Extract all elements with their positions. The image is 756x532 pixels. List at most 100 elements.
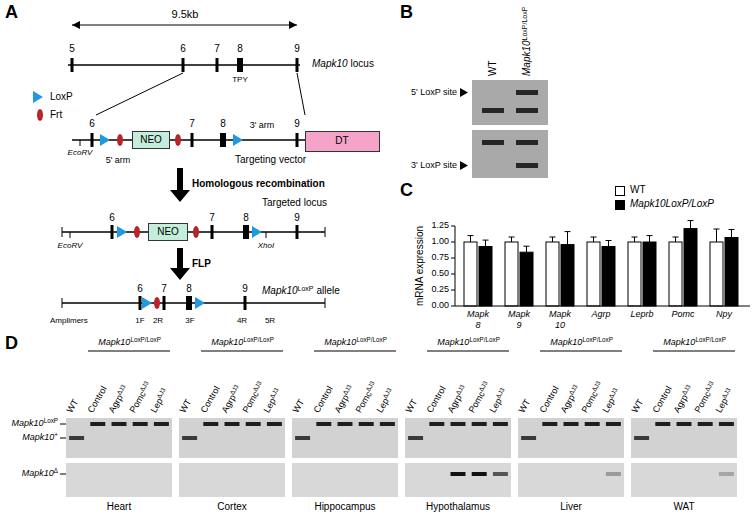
arm-label: 5' arm — [106, 155, 131, 166]
lane-label: WT — [516, 397, 532, 414]
tissue-gels — [631, 351, 737, 497]
figure-art — [233, 134, 243, 146]
exon-number: 9 — [294, 118, 300, 129]
exon — [111, 225, 114, 239]
gene-map — [62, 25, 325, 308]
category-label: Mapk 9 — [505, 309, 533, 331]
lane-label: Lep — [262, 396, 278, 414]
tissue-gels — [60, 424, 66, 474]
tick-label: 1.25 — [431, 220, 449, 230]
tissue-label: Hypothalamus — [426, 501, 490, 512]
genotyping-gel — [460, 80, 548, 178]
lane-label: WT — [516, 397, 533, 415]
legend-text: LoxP — [50, 91, 73, 103]
row-label: Targeting vector — [235, 154, 306, 165]
bar — [669, 242, 682, 306]
step-label: Homologous recombination — [192, 178, 325, 189]
arm-label: 5' arm — [106, 155, 131, 165]
exon-number: 8 — [186, 283, 192, 294]
lane-label: WT — [403, 397, 420, 415]
site-label: EcoRV — [68, 148, 93, 157]
exon — [186, 296, 192, 310]
lane-label: Control — [424, 384, 447, 414]
exon-number: 9 — [242, 283, 248, 295]
genotype-header: Mapk10LoxP/LoxP — [98, 337, 161, 348]
lane-label: Agrp — [332, 393, 350, 414]
lane-label: Agrp — [219, 393, 237, 414]
category-label: Mapk 10 — [549, 309, 571, 330]
lane-label: WT — [177, 397, 194, 415]
gene-map — [62, 227, 63, 237]
row-label: Targeted locus — [262, 197, 327, 209]
gene-map — [325, 298, 326, 308]
panel-letter: C — [400, 180, 413, 200]
lane-label: ΔJ3 — [156, 387, 167, 400]
figure-art — [175, 134, 181, 146]
lane-label: Pomc — [241, 390, 261, 415]
bar — [710, 242, 723, 306]
site-label: EcoRV — [58, 241, 83, 250]
lane-label: ΔJ3 — [228, 383, 239, 396]
exon-number: 9 — [294, 118, 300, 130]
bar — [479, 247, 492, 307]
cassette-box: NEO — [148, 223, 188, 241]
tissue-gels — [60, 351, 737, 497]
gene-map — [266, 232, 267, 238]
band-label: Δ — [54, 467, 58, 474]
category-label: Mapk 9 — [508, 309, 530, 330]
genotyping-gel — [516, 90, 538, 95]
lane-label: AgrpΔJ3 — [219, 384, 243, 415]
lane-label: Lep — [149, 396, 165, 414]
tissue-gels — [66, 351, 172, 497]
primer-label: Amplimers — [50, 316, 88, 326]
lane-label: Lep — [488, 396, 504, 414]
panel-letter: D — [5, 333, 18, 353]
cassette-box: NEO — [132, 131, 170, 149]
bar — [725, 238, 738, 307]
lane-label: WT — [629, 397, 646, 415]
lane-label: ΔJ3 — [495, 387, 506, 400]
exon — [191, 133, 194, 147]
exon-number: 9 — [242, 283, 248, 294]
category-label: Agrp — [581, 309, 621, 320]
primer-label: 4R — [237, 316, 247, 326]
bar — [643, 242, 656, 306]
genotyping-gel — [472, 130, 548, 178]
genotyping-gel — [516, 163, 538, 168]
locus-label: locus — [351, 58, 374, 69]
genotype-header: Mapk10LoxP/LoxP — [437, 337, 500, 348]
lane-label: Control — [424, 384, 448, 415]
lane-label: ΔJ3 — [454, 383, 465, 396]
exon-number: 9 — [294, 43, 300, 55]
bar — [684, 229, 697, 306]
row-label: Targeting vector — [235, 154, 306, 166]
exon — [91, 133, 94, 147]
band-label: Mapk10+ — [22, 432, 58, 443]
panel-letter: B — [400, 2, 413, 22]
bar — [546, 242, 559, 306]
category-label: Leprb — [630, 309, 653, 319]
band-label: 5' LoxP site — [411, 87, 457, 98]
panel-letter: C — [400, 180, 413, 200]
exon-number: 7 — [161, 283, 167, 294]
lane-label: Pomc — [467, 390, 487, 415]
tick-label: 0.75 — [431, 252, 449, 262]
lane-label: WT — [64, 397, 80, 414]
lane-label: ΔJ3 — [703, 380, 714, 393]
arm-label: 3' arm — [250, 120, 275, 130]
exon — [211, 225, 214, 239]
tick-label: 1.25 — [431, 220, 449, 231]
genotype-header: Mapk10 — [211, 337, 243, 347]
tissue-gels — [451, 472, 466, 476]
tissue-gels — [606, 472, 621, 476]
exon-number: 9 — [294, 212, 300, 224]
genotype-header: Mapk10LoxP/LoxP — [550, 337, 613, 348]
exon-number: 5 — [69, 43, 75, 54]
row-label: LoxP — [298, 285, 314, 292]
tick-label: 0.50 — [431, 268, 449, 279]
tissue-label: Liver — [560, 501, 582, 513]
panel-letter: B — [400, 2, 413, 22]
band-label: Mapk10 — [12, 418, 44, 428]
